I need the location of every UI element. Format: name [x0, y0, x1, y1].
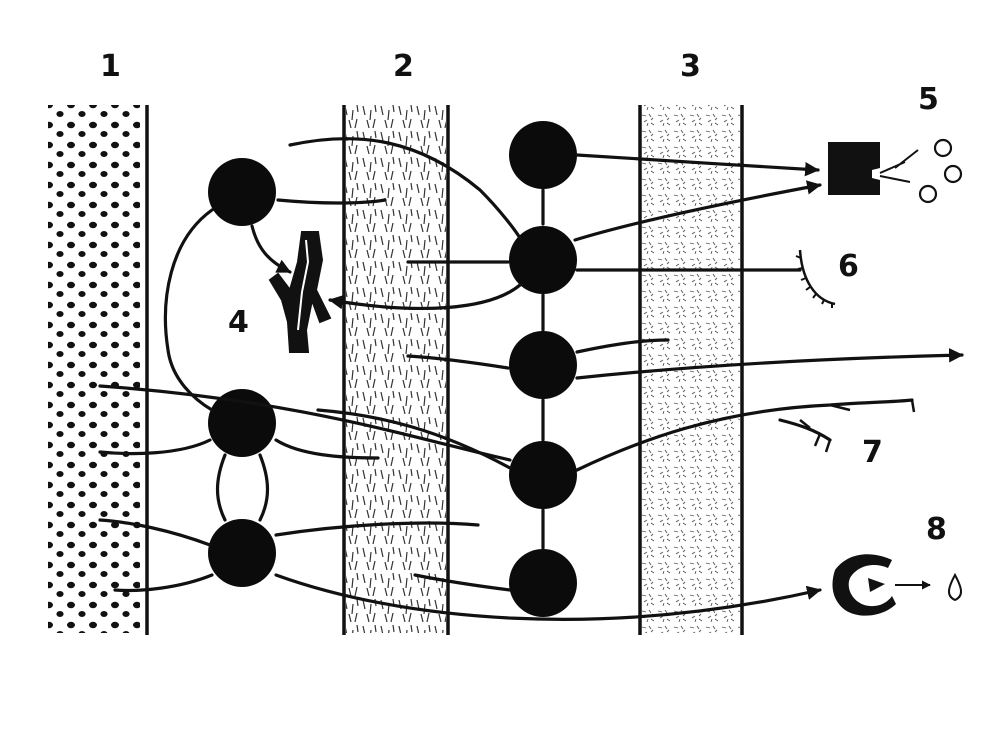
effector-5	[828, 138, 963, 204]
effector-6	[795, 249, 836, 308]
label-band-2: 2	[393, 49, 414, 84]
label-effector-6: 6	[838, 249, 859, 284]
neuron-left-mid	[208, 389, 276, 457]
effector-8	[832, 554, 962, 616]
label-effector-5: 5	[918, 82, 939, 117]
label-band-1: 1	[100, 49, 121, 84]
neuron-left-top	[208, 158, 276, 226]
band-2-fibrous	[342, 105, 450, 635]
label-effector-7: 7	[862, 435, 883, 470]
neuron-center-5	[509, 549, 577, 617]
neuron-center-4	[509, 441, 577, 509]
effector-7	[799, 399, 916, 453]
neuron-center-2	[509, 226, 577, 294]
label-band-3: 3	[680, 49, 701, 84]
blood-vessel	[268, 231, 332, 353]
neuron-left-bottom	[208, 519, 276, 587]
label-effector-8: 8	[926, 512, 947, 547]
neuron-center-3	[509, 331, 577, 399]
nerve-fibers	[98, 137, 964, 621]
label-vessel-4: 4	[228, 305, 249, 340]
neuron-cells	[208, 121, 577, 617]
band-1-dotted	[48, 105, 149, 635]
neuron-center-1	[509, 121, 577, 189]
